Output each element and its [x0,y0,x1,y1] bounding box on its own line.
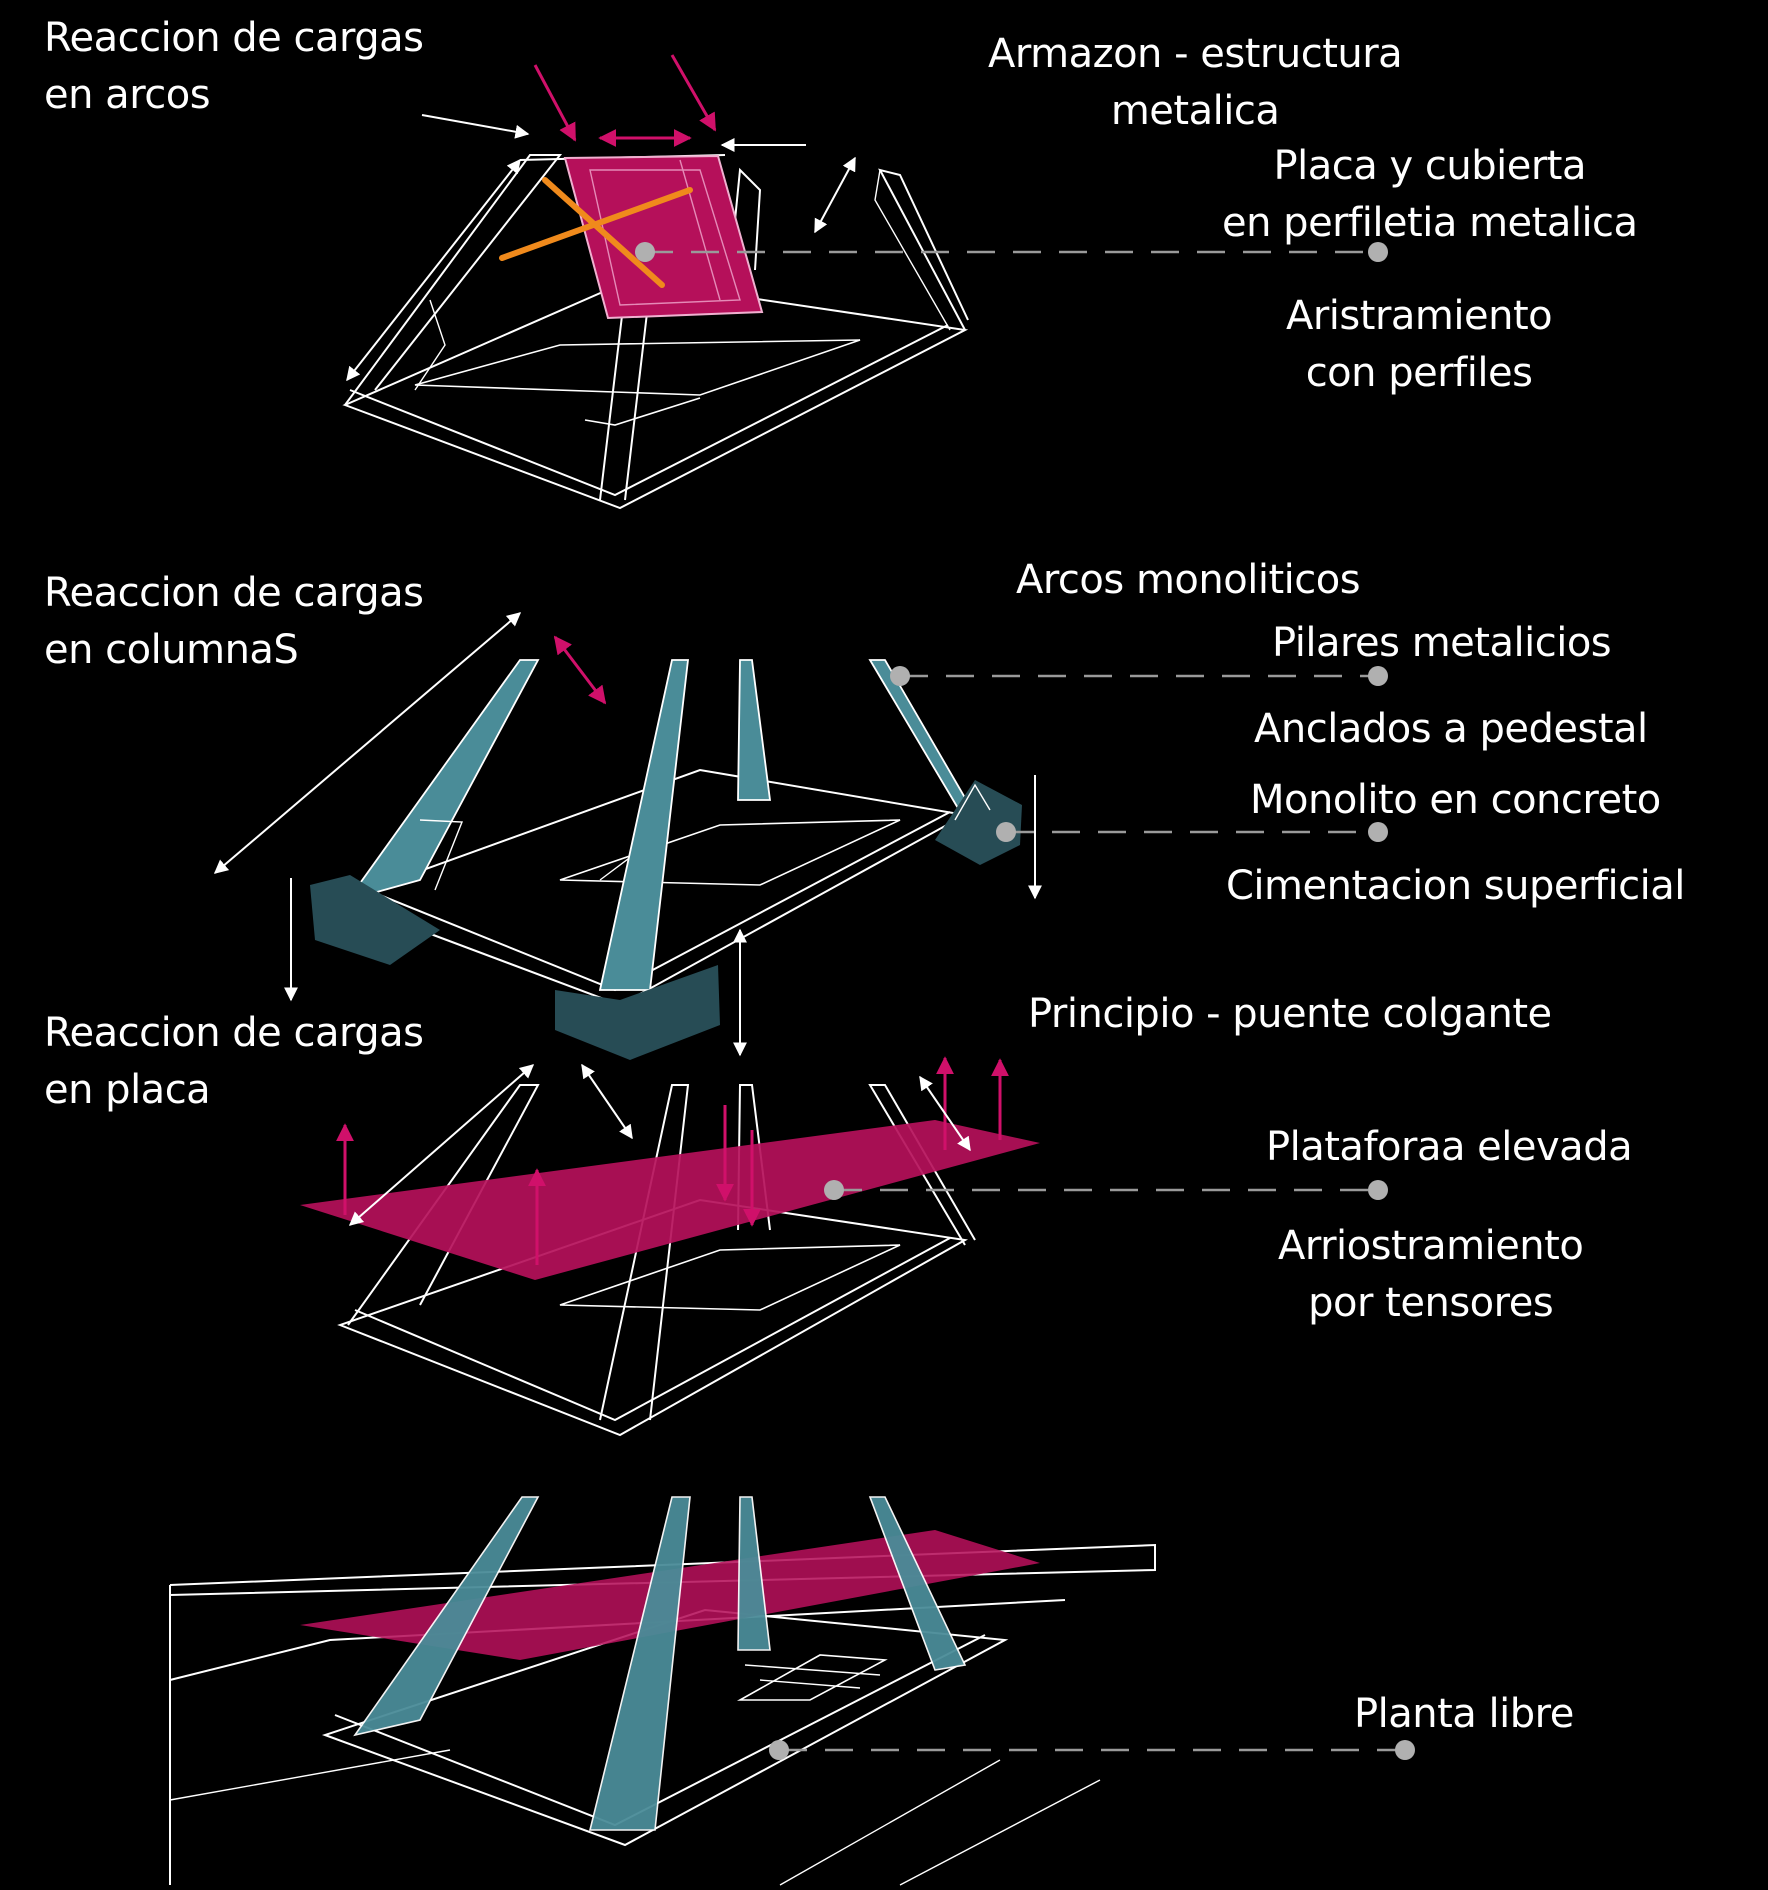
label-placa-cubierta: Placa y cubierta en perfiletia metalica [1222,138,1638,252]
label-line: Arriostramiento [1278,1223,1584,1269]
label-aristramiento: Aristramiento con perfiles [1286,288,1553,402]
platform-slab [300,1120,1040,1280]
label-planta-libre: Planta libre [1354,1691,1574,1737]
layer-free-plan [169,1496,1156,1886]
column-left [345,659,540,902]
label-armazon: Armazon - estructura metalica [988,26,1403,140]
label-line: en placa [44,1067,211,1113]
monolith-front [555,965,720,1060]
monolith-right [935,780,1022,865]
label-arriostramiento: Arriostramiento por tensores [1278,1218,1584,1332]
load-arrows-columns [213,612,1042,1057]
free-plan-column-front [588,1496,691,1831]
label-cimentacion: Cimentacion superficial [1226,863,1685,909]
label-reaccion-columnas: Reaccion de cargas en columnaS [44,565,424,679]
label-line: en perfiletia metalica [1222,200,1638,246]
column-right [868,659,977,822]
label-line: en columnaS [44,627,299,673]
monolith-left [310,875,440,965]
label-line: con perfiles [1305,350,1533,396]
layer-platform [300,1084,1040,1437]
bracing-lines [499,177,693,288]
leader-roof [635,242,1388,262]
column-back [737,659,772,801]
label-pilares: Pilares metalicios [1272,620,1612,666]
load-arrows-platform [336,1056,1009,1265]
label-line: en arcos [44,72,211,118]
label-reaccion-arcos: Reaccion de cargas en arcos [44,10,424,124]
free-plan-column-right [868,1496,967,1671]
label-monolito: Monolito en concreto [1250,777,1661,823]
roof-panel [563,154,764,320]
leader-platform [824,1180,1388,1200]
load-arrows-roof [346,54,856,382]
label-line: metalica [1110,88,1280,134]
free-plan-column-left [353,1496,540,1737]
label-principio: Principio - puente colgante [1028,991,1552,1037]
label-arcos-monoliticos: Arcos monoliticos [1016,557,1361,603]
label-reaccion-placa: Reaccion de cargas en placa [44,1005,424,1119]
layer-columns [310,659,1022,1060]
free-plan-column-back [737,1496,771,1651]
label-line: por tensores [1308,1280,1554,1326]
label-plataforma: Plataforaa elevada [1266,1124,1633,1170]
label-line: Reaccion de cargas [44,1010,424,1056]
label-line: Armazon - estructura [988,31,1403,77]
label-line: Aristramiento [1286,293,1553,339]
leader-free-plan [769,1740,1415,1760]
column-front [598,659,690,991]
label-line: Reaccion de cargas [44,15,424,61]
label-line: Reaccion de cargas [44,570,424,616]
leader-columns [890,666,1388,842]
label-line: Placa y cubierta [1273,143,1587,189]
label-anclados: Anclados a pedestal [1254,706,1648,752]
